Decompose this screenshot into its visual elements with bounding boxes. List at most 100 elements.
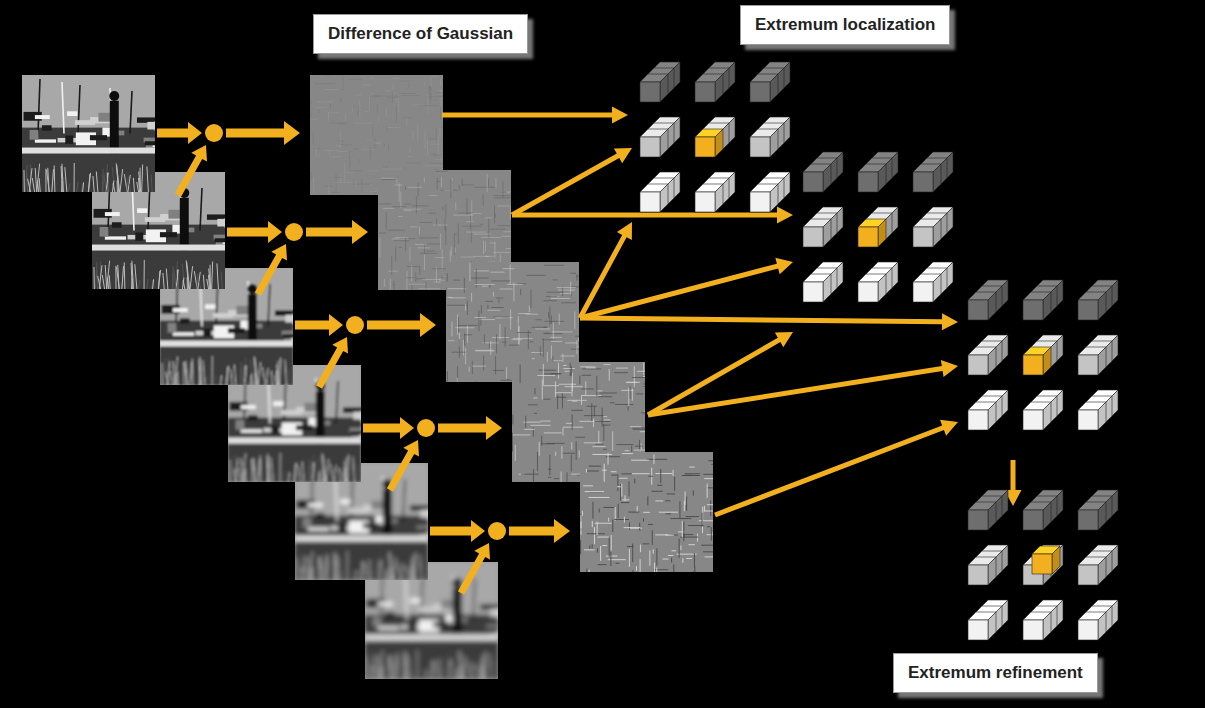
dog-image [490,272,504,273]
gaussian-image [308,527,329,530]
dog-image [369,191,376,192]
dog-image [616,444,633,445]
gaussian-image [35,115,50,119]
dog-image [383,167,388,168]
dog-image [475,187,496,188]
dog-image [578,346,579,347]
arrow [511,148,632,217]
dog-image [413,104,425,105]
gaussian-image [30,130,39,140]
dog-image [353,105,354,109]
gaussian-image [241,429,262,432]
gaussian-image [308,556,310,580]
gaussian-image [371,666,374,679]
gaussian-image [28,179,31,192]
dog-image [587,533,605,534]
dog-image [361,179,362,185]
gaussian-image [105,236,126,239]
dog-image [544,265,564,266]
dog-image [628,406,629,410]
gaussian-image [471,662,473,679]
dog-image [310,100,311,105]
gaussian-image [490,653,492,679]
gaussian-image [361,561,363,580]
voxel-cube [1023,410,1043,430]
dog-image [406,117,407,126]
dog-image [370,147,371,158]
voxel-cube [1043,347,1051,375]
dog-image [506,367,507,380]
dog-image [599,508,600,512]
gaussian-image [418,607,438,612]
voxel-cube [715,129,723,157]
dog-image [533,469,534,482]
dog-image [548,477,551,478]
dog-image [671,550,676,551]
dog-image [521,474,539,475]
dog-image [462,226,481,227]
arrow [226,121,300,145]
gaussian-image [339,468,340,482]
dog-image [643,363,644,375]
dog-image [586,470,599,471]
dog-image [441,280,444,281]
gaussian-image [310,552,313,580]
gaussian-image [266,368,268,385]
dog-image [563,365,566,366]
gaussian-image [420,554,422,580]
voxel-cube [1023,620,1043,640]
dog-image [441,127,443,128]
voxel-cube [640,82,660,102]
gaussian-image [160,341,293,347]
gaussian-image [385,568,386,580]
dog-image [356,182,357,188]
gaussian-image [473,578,475,621]
dog-image [430,144,443,145]
dog-image [670,518,691,519]
dog-image [608,453,609,465]
gaussian-image [206,376,208,385]
dog-image [485,301,492,302]
dog-image [576,340,577,354]
voxel-cube [1078,410,1098,430]
dog-image [656,473,673,474]
dog-image [356,95,362,96]
dog-image [396,103,397,123]
dog-image [624,517,625,523]
dog-image [654,563,655,572]
dog-image [400,192,401,209]
gaussian-image [161,363,162,385]
dog-image [411,265,412,281]
dog-image [614,519,629,520]
dog-image [534,388,535,394]
dog-image [387,127,400,128]
dog-image [603,449,607,450]
gaussian-image [228,438,361,444]
dog-image [386,109,387,118]
dog-image [712,532,713,533]
gaussian-image [289,472,290,482]
dog-image [631,460,649,461]
voxel-cube [913,219,941,247]
dog-image [674,477,675,491]
dog-image [507,284,522,285]
gaussian-image [447,659,449,679]
gaussian-image [137,208,147,213]
dog-image [413,131,414,141]
gaussian-image [226,366,228,385]
gaussian-image [254,356,257,385]
dog-image [491,307,503,308]
dog-image [441,190,458,191]
voxel-cube [1098,557,1106,585]
dog-image [405,238,406,251]
gaussian-image [410,598,420,603]
voxel-cube [1078,502,1106,530]
dog-image [379,203,392,204]
gaussian-image [88,173,90,192]
dog-image [600,546,601,561]
gaussian-image [124,174,127,192]
gaussian-image [130,91,132,134]
dog-image [704,556,713,557]
dog-image [310,112,311,118]
dog-stack [310,75,727,586]
